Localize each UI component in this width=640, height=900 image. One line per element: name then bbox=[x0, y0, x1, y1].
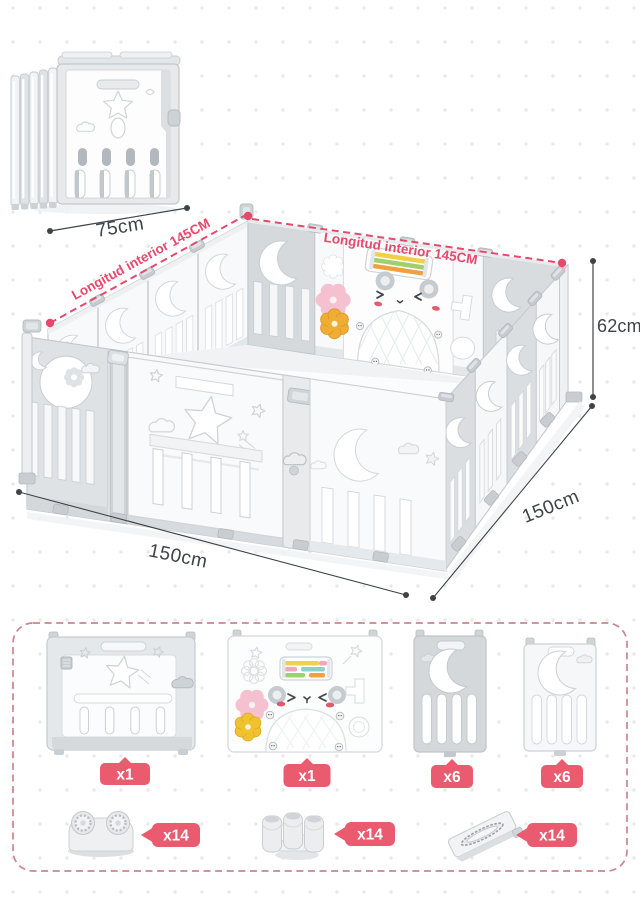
svg-text:x6: x6 bbox=[443, 769, 461, 786]
svg-text:x6: x6 bbox=[553, 769, 571, 786]
svg-text:x14: x14 bbox=[539, 828, 565, 845]
svg-text:62cm: 62cm bbox=[597, 316, 640, 336]
svg-text:x1: x1 bbox=[298, 768, 316, 785]
svg-text:x1: x1 bbox=[116, 767, 134, 784]
svg-text:x14: x14 bbox=[163, 828, 189, 845]
svg-text:x14: x14 bbox=[357, 827, 383, 844]
